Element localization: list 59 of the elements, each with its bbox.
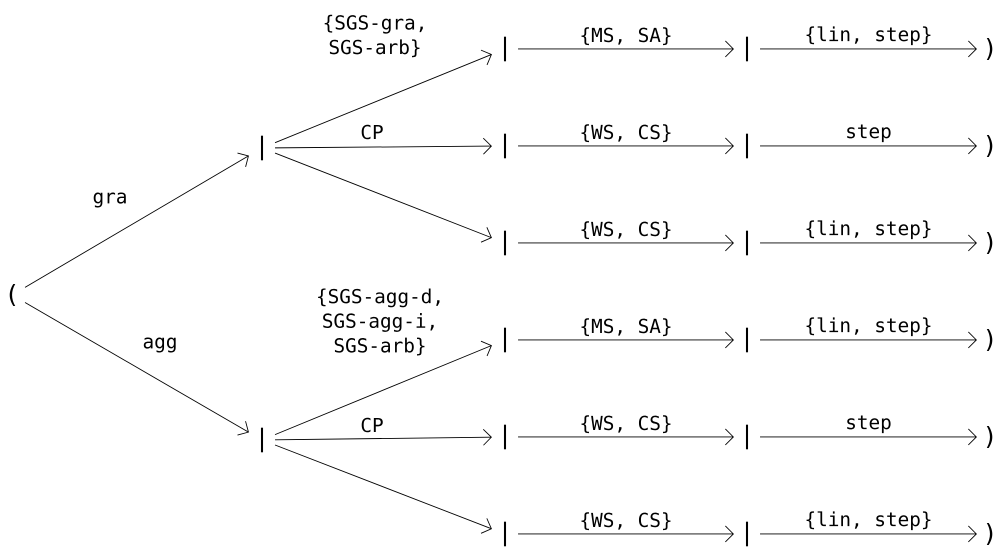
arrow [760,234,977,252]
arrow [760,526,977,542]
arrow [518,428,734,446]
edge-label: {MS, SA} [582,318,670,336]
arrow [760,332,977,348]
edge-label: CP [362,418,383,432]
arrow [518,332,734,348]
bar-symbol: | [504,522,506,546]
arrow [274,428,492,446]
bracket-symbol: ) [986,38,992,60]
edge-label: {lin, step} [806,317,930,336]
arrow [760,138,977,154]
bar-symbol: | [504,134,506,158]
arrow [518,138,734,154]
edge-label: {lin, step} [806,511,930,530]
bar-symbol: | [260,136,264,160]
bar-symbol: | [746,424,748,450]
bar-symbol: | [746,134,748,158]
bar-symbol: | [746,36,748,62]
edge-label: CP [362,124,383,140]
edge-label: step [847,124,891,142]
bracket-symbol: ) [986,329,992,351]
arrow [274,138,492,155]
edge-label: {SGS-agg-d, SGS-agg-i, SGS-arb} [318,288,440,356]
bracket-symbol: ) [986,523,992,545]
edge-label: {lin, step} [806,26,930,46]
bar-symbol: | [504,328,506,352]
arrow [274,152,492,243]
bar-symbol: | [746,522,748,546]
edge-label: {SGS-gra, SGS-arb} [324,14,423,58]
arrow [24,302,249,436]
edge-label: {WS, CS} [582,415,670,434]
bar-symbol: | [504,424,506,450]
edge-label: {lin, step} [806,220,930,240]
bar-symbol: | [746,328,748,352]
arrow [518,40,734,58]
edge-label: {WS, CS} [582,221,670,240]
arrow [518,526,734,542]
bar-symbol: | [746,230,748,256]
edge-label: {WS, CS} [582,512,670,530]
edge-label: {MS, SA} [582,27,670,46]
bracket-symbol: ) [986,232,992,254]
bar-symbol: | [504,36,506,62]
arrow [760,428,977,446]
arrow [274,340,492,436]
arrow [760,40,977,58]
bracket-symbol: ( [10,284,16,306]
arrow [518,234,734,252]
bar-symbol: | [260,428,264,452]
edge-label: step [847,416,891,434]
arrow [274,444,492,534]
bracket-symbol: ) [986,135,992,157]
edge-label: gra [94,192,126,208]
edge-label: {WS, CS} [582,124,670,142]
edge-label: agg [144,338,176,352]
bar-symbol: | [504,230,506,256]
bracket-symbol: ) [986,426,992,448]
arrow [274,50,492,144]
arrow [24,152,249,288]
